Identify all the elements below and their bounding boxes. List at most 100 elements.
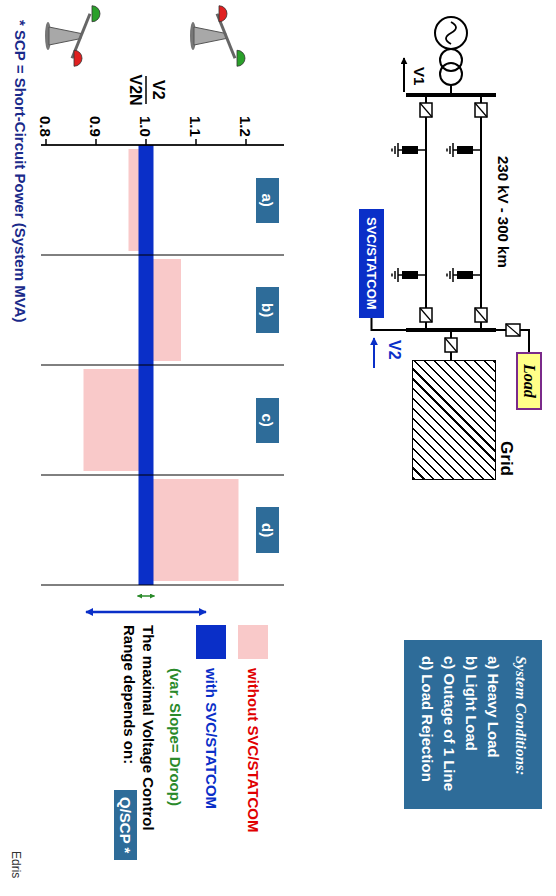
range-note: The maximal Voltage Control Range depend…	[120, 625, 158, 875]
voltage-label: V1	[411, 67, 428, 85]
ground-symbol	[449, 271, 451, 279]
case-header: b)	[256, 287, 279, 333]
reactor-lead	[418, 149, 426, 151]
column-divider	[41, 585, 284, 586]
breaker-contact	[420, 308, 432, 322]
shunt-reactor	[402, 271, 418, 279]
ground-symbol	[394, 271, 396, 279]
node-title: Q/SCP *	[117, 797, 134, 853]
axis-denominator: V2N	[126, 75, 144, 106]
tick-label: 0.9	[88, 116, 105, 137]
footnote: * SCP = Short-Circuit Power (System MVA)	[12, 20, 29, 322]
load-box: Load	[516, 352, 542, 410]
breaker-contact	[420, 103, 432, 117]
deviation-bar	[146, 479, 239, 581]
voltage-label: V2	[385, 340, 403, 360]
legend-swatch	[196, 625, 226, 659]
tick-label: 1.0	[138, 116, 155, 137]
breaker-symbol	[506, 324, 520, 336]
axis-tick	[245, 139, 247, 145]
legend-row: without SVC/STATCOM	[238, 625, 268, 885]
breaker-contact	[475, 308, 487, 322]
node-title: System Conditions:	[510, 656, 532, 791]
node-title: d)	[259, 523, 276, 537]
droop-note: (var. Slope= Droop)	[167, 668, 184, 806]
svc-statcom-box: SVC/STATCOM	[359, 209, 384, 318]
ground-symbol	[391, 274, 393, 277]
grid-block: Grid	[412, 360, 516, 480]
reactor-lead	[418, 274, 426, 276]
tick-label: 1.1	[188, 116, 205, 137]
shunt-reactor	[402, 146, 418, 154]
ground-symbol	[446, 274, 448, 277]
tick-label: 0.8	[38, 116, 55, 137]
balance-stand	[194, 27, 226, 45]
reactor-lead	[473, 149, 481, 151]
breaker-contact	[475, 103, 487, 117]
case-header: c)	[256, 398, 279, 443]
node-title: a)	[259, 194, 276, 207]
y-axis	[41, 144, 284, 146]
transformer-winding	[440, 63, 462, 85]
busbar	[406, 93, 496, 97]
ground-symbol	[452, 268, 454, 282]
balance-pan	[219, 6, 227, 22]
conditions-panel: System Conditions:a) Heavy Loadb) Light …	[404, 640, 542, 809]
node-title: c)	[259, 414, 276, 427]
generator-symbol	[435, 17, 467, 49]
axis-tick	[145, 139, 147, 145]
legend-text: with SVC/STATCOM	[203, 668, 220, 809]
node-title: b)	[259, 303, 276, 317]
ground-symbol	[394, 146, 396, 154]
case-header: a)	[256, 178, 279, 223]
legend-row: with SVC/STATCOM	[196, 625, 226, 885]
fraction-bar	[145, 76, 147, 104]
breaker-symbol	[420, 308, 432, 322]
balance-stand	[49, 27, 81, 45]
node-title: Grid	[496, 360, 516, 480]
axis-tick	[95, 139, 97, 145]
ground-symbol	[397, 143, 399, 157]
ground-symbol	[397, 268, 399, 282]
ground-symbol	[391, 149, 393, 152]
voltage-arrow	[403, 58, 405, 92]
legend-swatch	[238, 625, 268, 659]
column-divider	[41, 255, 284, 256]
column-divider	[41, 145, 284, 146]
shunt-reactor	[457, 271, 473, 279]
ratio-box: Q/SCP *	[114, 790, 137, 860]
voltage-arrow	[373, 338, 375, 368]
transformer-winding	[440, 49, 462, 71]
range-arrow	[86, 611, 206, 614]
hatched-network	[412, 360, 496, 480]
column-divider	[41, 365, 284, 366]
axis-numerator: V2	[149, 80, 167, 100]
node-line: d) Load Rejection	[416, 656, 438, 791]
column-divider	[41, 475, 284, 476]
balance-pan	[237, 50, 245, 66]
node-title: Load	[520, 364, 538, 398]
transmission-line	[480, 95, 482, 330]
ground-symbol	[449, 146, 451, 154]
droop-arrow	[138, 595, 155, 597]
line-rating: 230 kV - 300 km	[495, 156, 512, 268]
node-line: c) Outage of 1 Line	[438, 656, 460, 791]
balance-pan	[74, 50, 82, 66]
transmission-line	[425, 95, 427, 330]
breaker-symbol	[475, 308, 487, 322]
shunt-reactor	[457, 146, 473, 154]
breaker-contact	[506, 324, 520, 336]
balance-pan	[92, 6, 100, 22]
ground-symbol	[452, 143, 454, 157]
deviation-bar	[84, 369, 147, 471]
legend-text: without SVC/STATCOM	[245, 668, 262, 832]
node-title: SVC/STATCOM	[364, 217, 379, 310]
axis-tick	[45, 139, 47, 145]
ground-symbol	[446, 149, 448, 152]
balance-icon	[190, 6, 245, 67]
balance-icon	[45, 6, 100, 67]
breaker-symbol	[475, 103, 487, 117]
node-line: b) Light Load	[460, 656, 482, 791]
breaker-contact	[445, 338, 457, 352]
